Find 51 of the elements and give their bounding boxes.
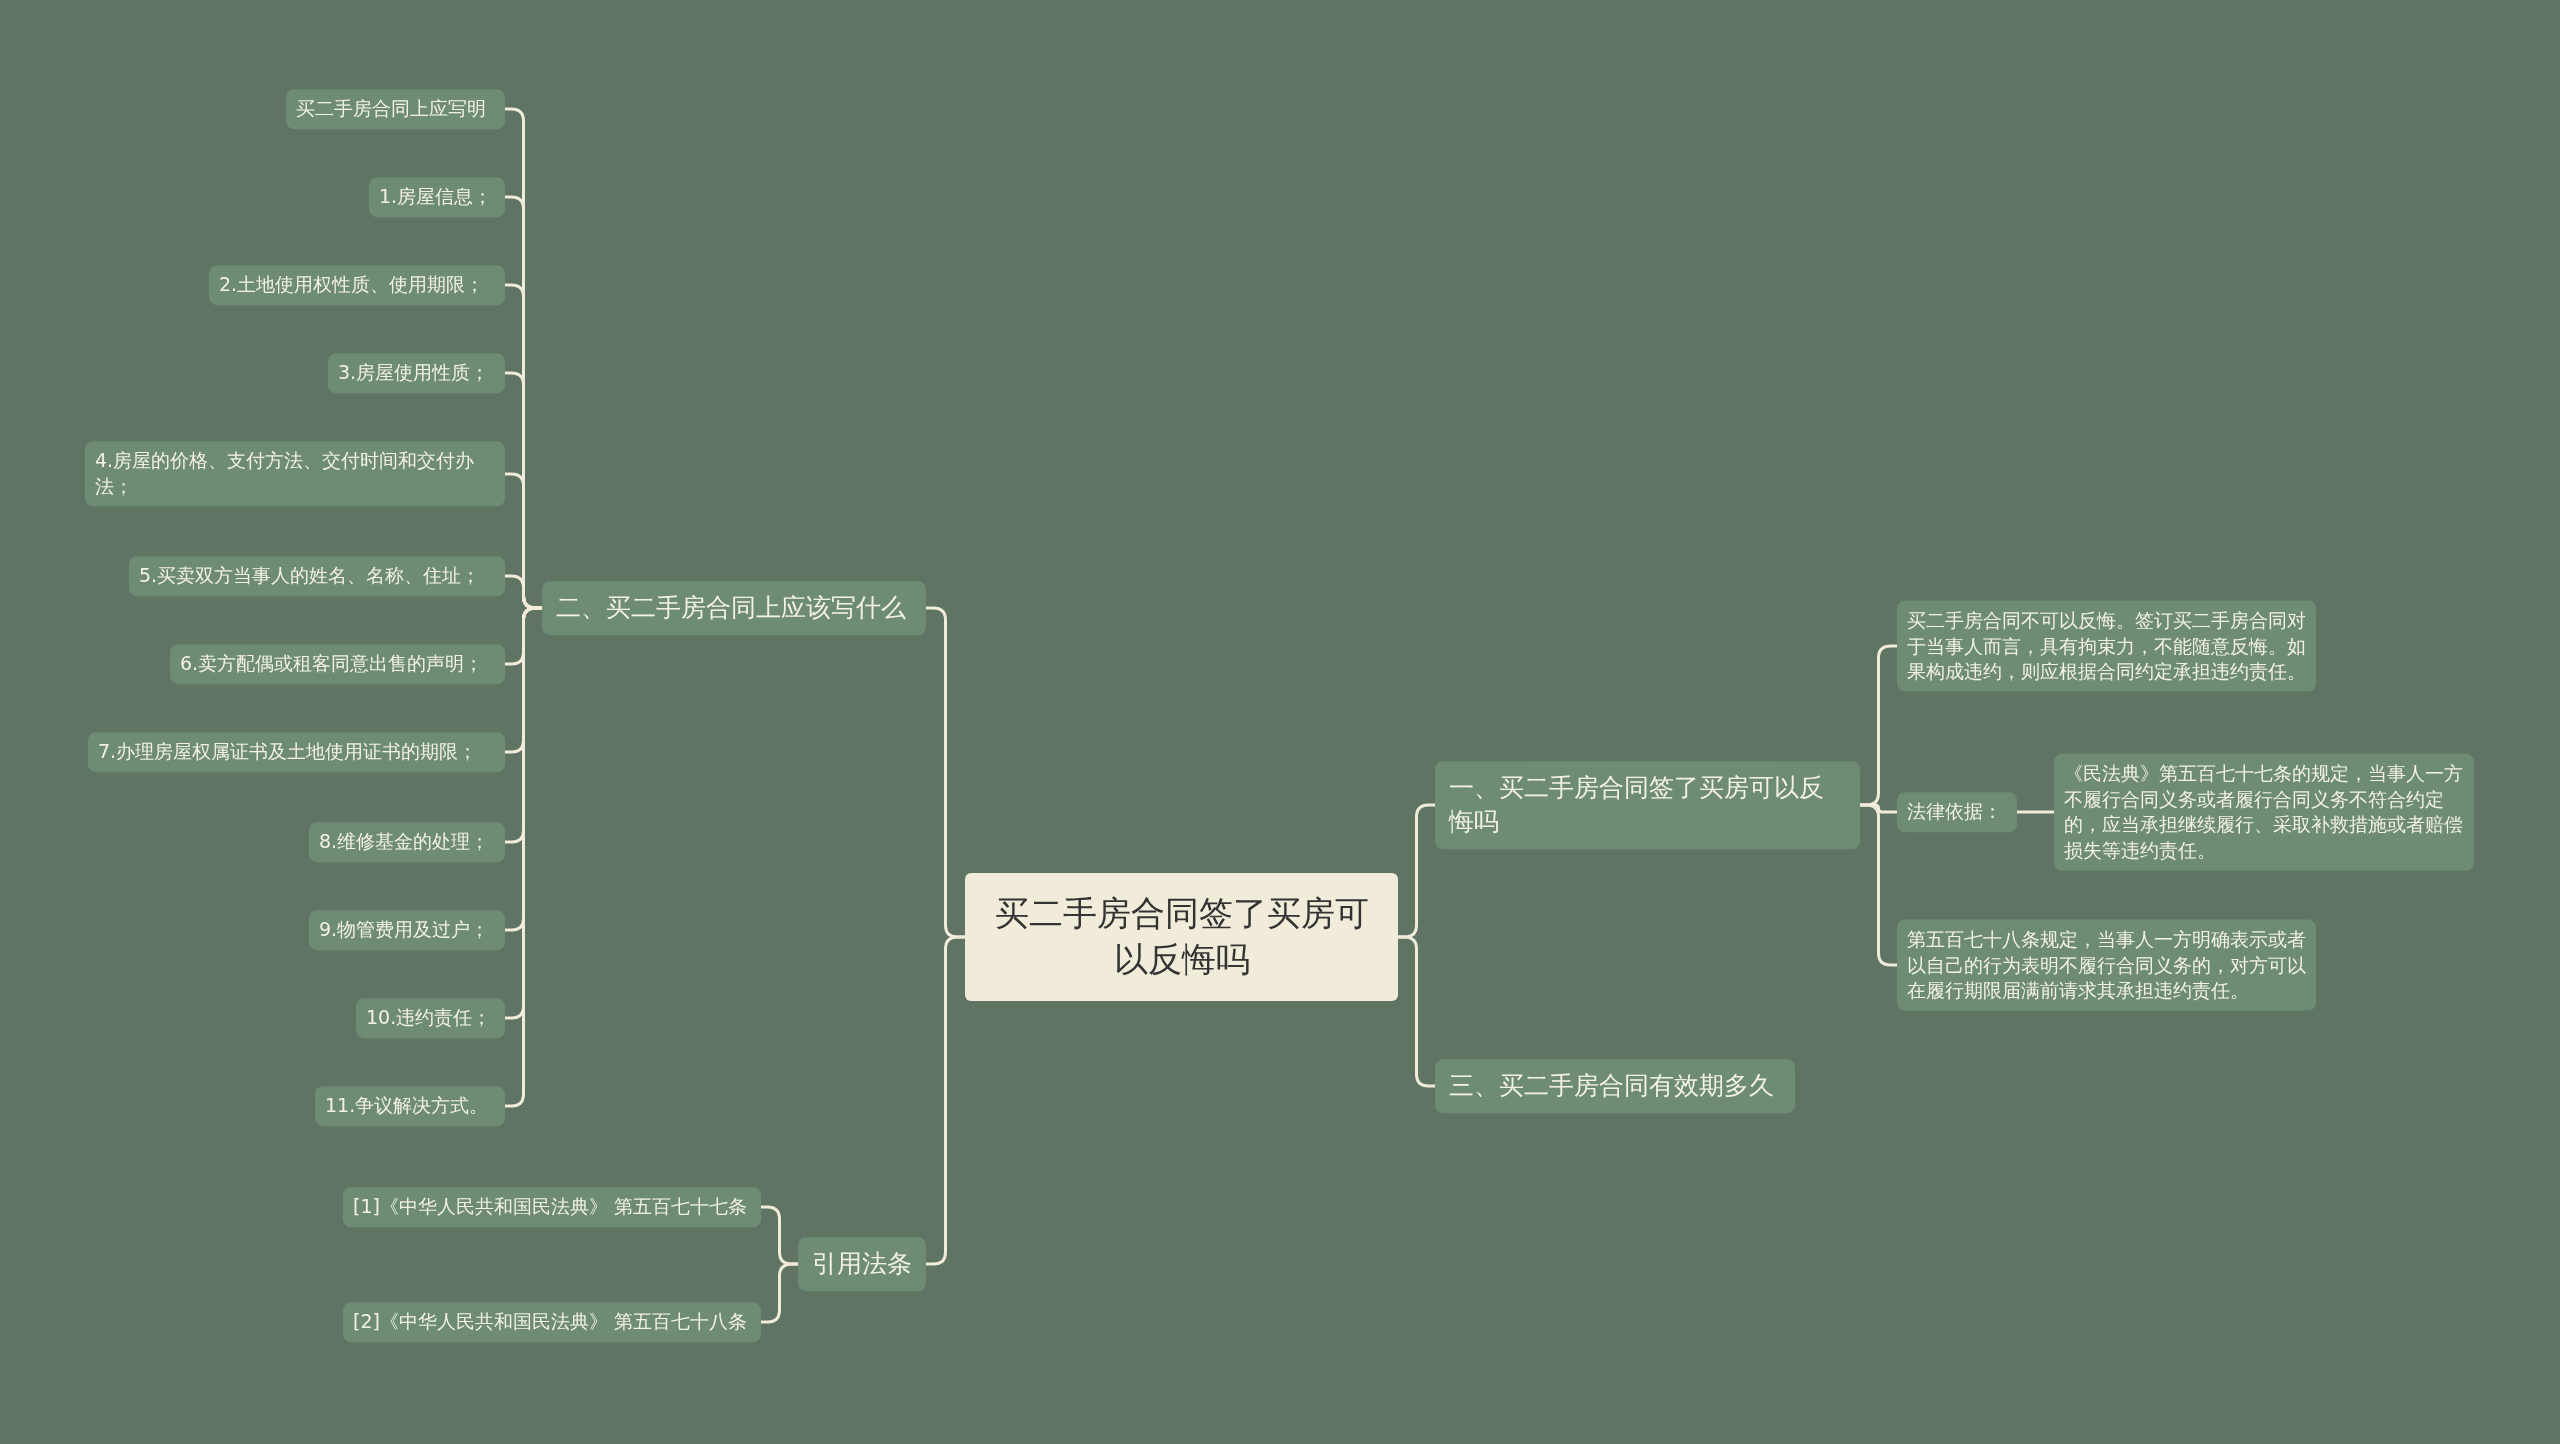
- subtopic-box: [309, 822, 505, 862]
- subtopic-text: 第五百七十八条规定，当事人一方明确表示或者以自己的行为表明不履行合同义务的，对方可以在履行期限届满前请求其承担违约责任。: [1907, 926, 2306, 1003]
- subtopic-text: 5.买卖双方当事人的姓名、名称、住址；: [139, 563, 482, 589]
- subtopic-box: [309, 910, 505, 950]
- subtopic-box: [1897, 792, 2017, 832]
- subtopic-text: 法律依据：: [1907, 799, 2003, 825]
- subtopic-box: [343, 1302, 761, 1342]
- subtopic-box: [88, 732, 505, 772]
- central-topic-box: [965, 873, 1398, 1001]
- subtopic-text: 11.争议解决方式。: [325, 1093, 490, 1119]
- subtopic-text: 买二手房合同上应写明: [296, 96, 487, 122]
- subtopic-text: 6.卖方配偶或租客同意出售的声明；: [180, 651, 485, 677]
- subtopic-box: [209, 265, 505, 305]
- subtopic-text: 2.土地使用权性质、使用期限；: [219, 272, 486, 298]
- subtopic-box: [1897, 600, 2316, 692]
- subtopic-box: [343, 1187, 761, 1227]
- connector-line: [1860, 803, 1897, 967]
- subtopic-text: 10.违约责任；: [366, 1005, 493, 1031]
- topic-box: [1435, 1059, 1795, 1113]
- subtopic-box: [369, 177, 505, 217]
- subtopic-box: [170, 644, 505, 684]
- topic-text: 三、买二手房合同有效期多久: [1449, 1070, 1775, 1103]
- subtopic-text: 7.办理房屋权属证书及土地使用证书的期限；: [98, 739, 479, 765]
- topic-text: 一、买二手房合同签了买房可以反悔吗: [1449, 772, 1825, 838]
- subtopic-text: 买二手房合同不可以反悔。签订买二手房合同对于当事人而言，具有拘束力，不能随意反悔。如果构成违约，则应根据合同约定承担违约责任。: [1907, 607, 2306, 684]
- subtopic-box: [1897, 919, 2316, 1011]
- subtopic-box: [286, 89, 505, 129]
- connector-line: [926, 935, 965, 1266]
- topic-text: 二、买二手房合同上应该写什么: [556, 592, 907, 625]
- connector-line: [1398, 935, 1435, 1088]
- connector-line: [2017, 810, 2054, 814]
- subtopic-text: 8.维修基金的处理；: [319, 829, 491, 855]
- subtopic-text: 3.房屋使用性质；: [338, 360, 491, 386]
- subtopic-text: 9.物管费用及过户；: [319, 917, 491, 943]
- subtopic-box: [315, 1086, 505, 1126]
- subtopic-text: 1.房屋信息；: [379, 184, 494, 210]
- subtopic-text: 《民法典》第五百七十七条的规定，当事人一方不履行合同义务或者履行合同义务不符合约定的，应当承担继续履行、采取补救措施或者赔偿损失等违约责任。: [2064, 760, 2464, 863]
- subtopic-text: 4.房屋的价格、支付方法、交付时间和交付办法；: [95, 448, 476, 499]
- topic-box: [1435, 761, 1860, 849]
- subtopic-box: [328, 353, 505, 393]
- subtopic-text: [2]《中华人民共和国民法典》 第五百七十八条: [353, 1309, 748, 1335]
- topic-text: 引用法条: [812, 1248, 912, 1281]
- subtopic-box: [2054, 753, 2474, 871]
- topic-box: [798, 1237, 926, 1291]
- subtopic-text: [1]《中华人民共和国民法典》 第五百七十七条: [353, 1194, 748, 1220]
- central-topic-text: 买二手房合同签了买房可以反悔吗: [993, 892, 1370, 981]
- subtopic-box: [356, 998, 505, 1038]
- subtopic-box: [129, 556, 505, 596]
- connector-line: [761, 1262, 798, 1324]
- subtopic-box: [85, 441, 505, 507]
- topic-box: [542, 581, 926, 635]
